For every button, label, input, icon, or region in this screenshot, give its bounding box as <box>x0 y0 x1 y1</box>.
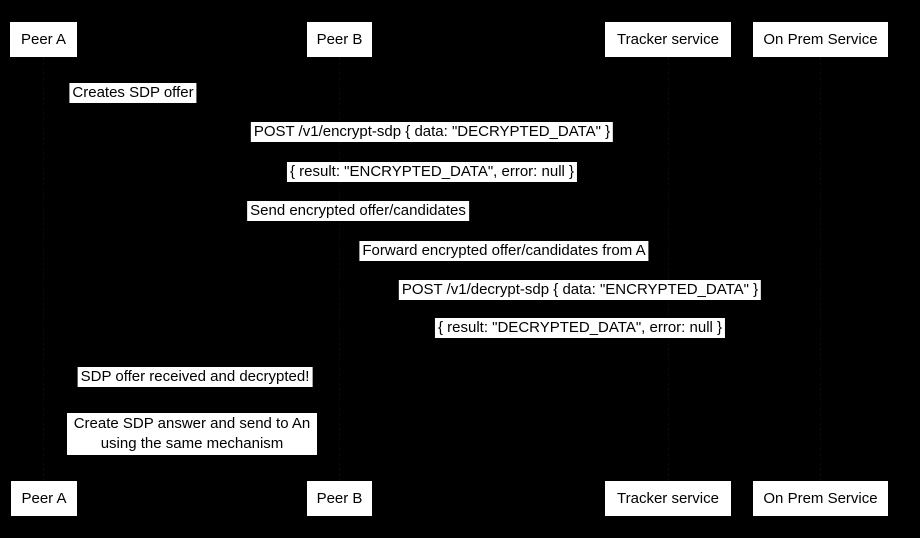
actor-box-peer-b-bottom: Peer B <box>307 481 372 516</box>
lifeline-tracker-service <box>668 57 669 481</box>
message-label-sdp-offer-received: SDP offer received and decrypted! <box>77 367 313 387</box>
message-label-post-encrypt-sdp: POST /v1/encrypt-sdp { data: "DECRYPTED_… <box>250 122 614 142</box>
message-label-creates-sdp-offer: Creates SDP offer <box>69 83 197 103</box>
note-line-2: using the same mechanism <box>100 435 284 452</box>
note-create-sdp-answer: Create SDP answer and send to An using t… <box>67 413 317 455</box>
actor-box-on-prem-service-top: On Prem Service <box>753 22 888 57</box>
message-label-result-decrypted: { result: "DECRYPTED_DATA", error: null … <box>434 318 726 338</box>
lifeline-peer-a <box>43 57 44 481</box>
message-label-post-decrypt-sdp: POST /v1/decrypt-sdp { data: "ENCRYPTED_… <box>398 280 762 300</box>
actor-box-peer-b-top: Peer B <box>307 22 372 57</box>
actor-box-on-prem-service-bottom: On Prem Service <box>753 481 888 516</box>
message-label-result-encrypted: { result: "ENCRYPTED_DATA", error: null … <box>286 162 578 182</box>
actor-box-peer-a-bottom: Peer A <box>11 481 77 516</box>
lifeline-on-prem-service <box>820 57 821 481</box>
note-line-1: Create SDP answer and send to An <box>73 415 311 432</box>
actor-box-peer-a-top: Peer A <box>10 22 77 57</box>
message-label-send-encrypted: Send encrypted offer/candidates <box>247 201 469 221</box>
lifeline-peer-b <box>339 57 340 481</box>
actor-box-tracker-service-bottom: Tracker service <box>605 481 731 516</box>
actor-box-tracker-service-top: Tracker service <box>605 22 731 57</box>
message-label-forward-encrypted: Forward encrypted offer/candidates from … <box>359 241 649 261</box>
